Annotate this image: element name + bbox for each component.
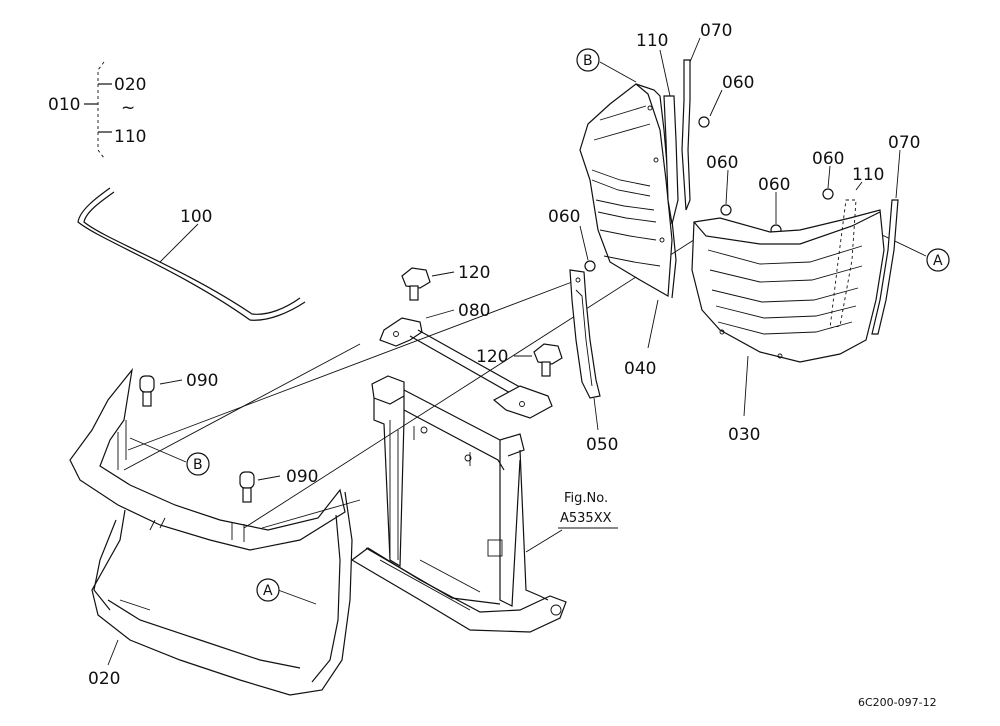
ref-b-rear-letter: B — [583, 53, 593, 69]
label-020-range: 020 — [114, 75, 146, 95]
label-110-range: 110 — [114, 127, 146, 147]
label-060-b: 060 — [548, 207, 580, 227]
part-040-left-side-panel: 040 — [579, 83, 677, 379]
part-120-stop-upper: 120 — [401, 263, 490, 301]
label-110-left: 110 — [636, 31, 668, 51]
part-080-bracket: 080 — [379, 301, 553, 419]
drawing-code: 6C200-097-12 — [858, 696, 937, 709]
part-110-strip-right: 110 — [829, 165, 884, 329]
label-060-d: 060 — [758, 175, 790, 195]
part-110-strip-left: 110 — [636, 31, 679, 225]
assembly-group-bracket: 010 020 ~ 110 — [48, 61, 146, 159]
ref-a-rear-letter: A — [933, 253, 943, 269]
ref-a-rear: A — [879, 233, 950, 272]
part-090-bolt-lower: 090 — [239, 467, 318, 503]
part-090-bolt-upper: 090 — [139, 371, 218, 407]
label-120-upper: 120 — [458, 263, 490, 283]
ref-b-front-letter: B — [193, 457, 203, 473]
ref-b-rear: B — [576, 48, 637, 83]
support-frame: Fig.No. A535XX — [350, 375, 618, 633]
label-080: 080 — [458, 301, 490, 321]
label-060-e: 060 — [812, 149, 844, 169]
part-100-seal-strip: 100 — [77, 187, 306, 321]
part-050-side-bracket: 050 — [569, 269, 618, 455]
part-120-stop-lower: 120 — [476, 343, 563, 377]
part-020-front-panel: 020 — [69, 367, 353, 696]
label-range-sep: ~ — [121, 98, 135, 118]
label-090-upper: 090 — [186, 371, 218, 391]
label-050: 050 — [586, 435, 618, 455]
ref-a-front-letter: A — [263, 583, 273, 599]
label-030: 030 — [728, 425, 760, 445]
part-060-clip-e: 060 — [812, 149, 844, 200]
assembly-leader-lines — [123, 235, 701, 529]
label-020: 020 — [88, 669, 120, 689]
label-070-right: 070 — [888, 133, 920, 153]
ref-a-front: A — [256, 578, 317, 605]
label-060-a: 060 — [722, 73, 754, 93]
part-060-clip-a: 060 — [698, 73, 754, 128]
label-100: 100 — [180, 207, 212, 227]
part-070-seal-right: 070 — [871, 133, 920, 335]
ref-b-front: B — [129, 437, 210, 476]
part-060-clip-c: 060 — [706, 153, 738, 216]
label-120-lower: 120 — [476, 347, 508, 367]
label-090-lower: 090 — [286, 467, 318, 487]
label-060-c: 060 — [706, 153, 738, 173]
frame-fig-no-value: A535XX — [560, 511, 612, 526]
part-060-clip-b: 060 — [548, 207, 596, 272]
frame-fig-no-label: Fig.No. — [564, 491, 608, 506]
label-010: 010 — [48, 95, 80, 115]
part-070-seal-left: 070 — [681, 21, 732, 211]
label-040: 040 — [624, 359, 656, 379]
label-110-right: 110 — [852, 165, 884, 185]
part-060-clip-d: 060 — [758, 175, 790, 236]
part-030-rear-panel: 030 — [691, 209, 885, 445]
label-070-left: 070 — [700, 21, 732, 41]
